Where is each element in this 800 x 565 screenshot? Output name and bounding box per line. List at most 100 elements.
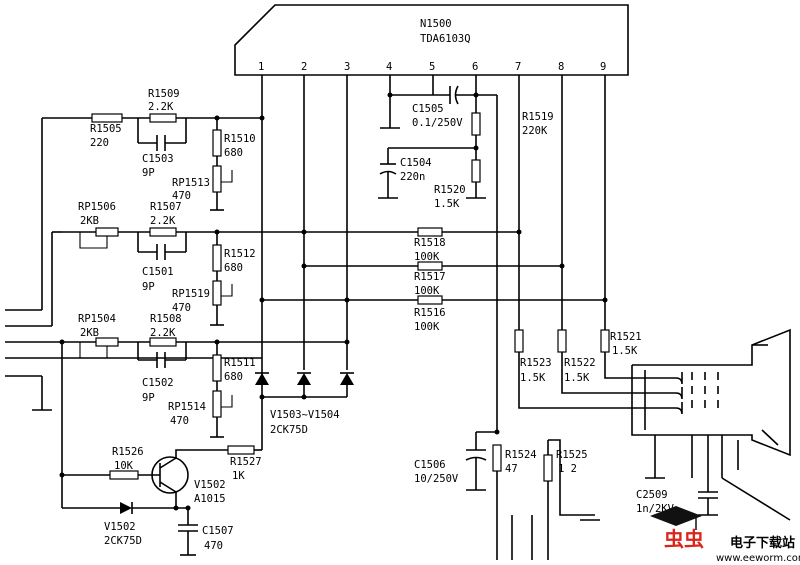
r1524-ref: R1524: [505, 449, 537, 461]
channel-3: RP1504 2KB R1508 2.2K C1502 9P R1511 680…: [72, 313, 350, 438]
r1523-val: 1.5K: [520, 372, 546, 384]
supply-filter: C1505 0.1/250V C1504 220n R1520 1.5K R15…: [378, 85, 554, 430]
r1509-val: 2.2K: [148, 101, 174, 113]
r1519-upper-body: [471, 112, 481, 136]
r1527-val: 1K: [232, 470, 245, 482]
ic-pin-5: 5: [429, 61, 435, 73]
ic-n1500: N1500 TDA6103Q 1 2 3 4 5 6 7 8 9: [234, 4, 629, 76]
r1526-val: 10K: [114, 460, 134, 472]
c1501-val: 9P: [142, 281, 155, 293]
r1507-ref: R1507: [150, 201, 182, 213]
r1512-body: [212, 244, 222, 272]
v1502t-val: A1015: [194, 493, 226, 505]
r1525-val: 1 2: [558, 463, 577, 475]
feedback-network: R1518 100K R1517 100K R1516 100K: [259, 227, 608, 333]
r1512-val: 680: [224, 262, 243, 274]
transistor-v1502: [151, 456, 189, 494]
diode-pin3: [340, 373, 354, 385]
c1501-ref: C1501: [142, 266, 174, 278]
diode-v1502: [120, 502, 132, 514]
r1521-ref: R1521: [610, 331, 642, 343]
rp1519-body: [212, 280, 222, 306]
r1519-val: 220K: [522, 125, 548, 137]
channel-2: RP1506 2KB R1507 2.2K C1501 9P R1512 680…: [52, 201, 307, 326]
ic-name: N1500: [420, 18, 452, 30]
r1511-val: 680: [224, 371, 243, 383]
r1505-val: 220: [90, 137, 109, 149]
r1510-val: 680: [224, 147, 243, 159]
c1503-val: 9P: [142, 167, 155, 179]
rp1513-ref: RP1513: [172, 177, 210, 189]
r1519-ref: R1519: [522, 111, 554, 123]
diode-pin1: [255, 373, 269, 385]
c1507-ref: C1507: [202, 525, 234, 537]
r1510-body: [212, 129, 222, 157]
c1506-ref: C1506: [414, 459, 446, 471]
r1518-val: 100K: [414, 251, 440, 263]
c1507-val: 470: [204, 540, 223, 552]
r1509-body: [149, 113, 177, 123]
rp1514-val: 470: [170, 415, 189, 427]
r1518-body: [417, 227, 443, 237]
r1520-val: 1.5K: [434, 198, 460, 210]
r1526-ref: R1526: [112, 446, 144, 458]
channel-1: R1505 220 R1509 2.2K C1503 9P R1510 680 …: [42, 88, 265, 211]
c2509-ref: C2509: [636, 489, 668, 501]
bottom-network: C1506 10/250V R1524 47 R1525 1 2: [414, 429, 600, 560]
r1505-ref: R1505: [90, 123, 122, 135]
r1507-body: [149, 227, 177, 237]
r1510-ref: R1510: [224, 133, 256, 145]
rp1506-ref: RP1506: [78, 201, 116, 213]
r1507-val: 2.2K: [150, 215, 176, 227]
c1505-ref: C1505: [412, 103, 444, 115]
pin-wires: [261, 75, 606, 450]
r1525-body: [543, 454, 553, 482]
ic-part: TDA6103Q: [420, 33, 471, 45]
ic-pin-2: 2: [301, 61, 307, 73]
r1522-body: [557, 329, 567, 353]
clamp-diodes: V1503~V1504 2CK75D: [255, 372, 354, 436]
c1503-ref: C1503: [142, 153, 174, 165]
ic-pin-6: 6: [472, 61, 478, 73]
rp1514-body: [212, 390, 222, 418]
r1505-body: [91, 113, 123, 123]
ic-pin-4: 4: [386, 61, 392, 73]
c1506-val: 10/250V: [414, 473, 459, 485]
r1516-val: 100K: [414, 321, 440, 333]
r1520-body: [471, 159, 481, 183]
rp1513-val: 470: [172, 190, 191, 202]
v1502d-ref: V1502: [104, 521, 136, 533]
r1521-val: 1.5K: [612, 345, 638, 357]
r1527-body: [227, 445, 255, 455]
r1508-val: 2.2K: [150, 327, 176, 339]
r1508-ref: R1508: [150, 313, 182, 325]
r1523-body: [514, 329, 524, 353]
r1512-ref: R1512: [224, 248, 256, 260]
r1517-ref: R1517: [414, 271, 446, 283]
ic-pin-9: 9: [600, 61, 606, 73]
diodes-ref: V1503~V1504: [270, 409, 340, 421]
ic-pin-7: 7: [515, 61, 521, 73]
crt-tube: C2509 1n/2KV: [631, 328, 791, 521]
rp1513-body: [212, 165, 222, 193]
rp1519-val: 470: [172, 302, 191, 314]
r1524-body: [492, 444, 502, 472]
r1516-body: [417, 295, 443, 305]
rp1514-ref: RP1514: [168, 401, 206, 413]
rp1506-body: [95, 227, 119, 237]
watermark-cn: 电子下载站: [730, 535, 795, 551]
rp1504-body: [95, 337, 119, 347]
r1509-ref: R1509: [148, 88, 180, 100]
rp1519-ref: RP1519: [172, 288, 210, 300]
rp1504-ref: RP1504: [78, 313, 116, 325]
graduation-cap-icon: [650, 506, 702, 526]
r1527-ref: R1527: [230, 456, 262, 468]
r1508-body: [149, 337, 177, 347]
ic-pin-8: 8: [558, 61, 564, 73]
c1502-val: 9P: [142, 392, 155, 404]
r1521-body: [600, 329, 610, 353]
r1522-val: 1.5K: [564, 372, 590, 384]
c1505-val: 0.1/250V: [412, 117, 463, 129]
diodes-val: 2CK75D: [270, 424, 308, 436]
